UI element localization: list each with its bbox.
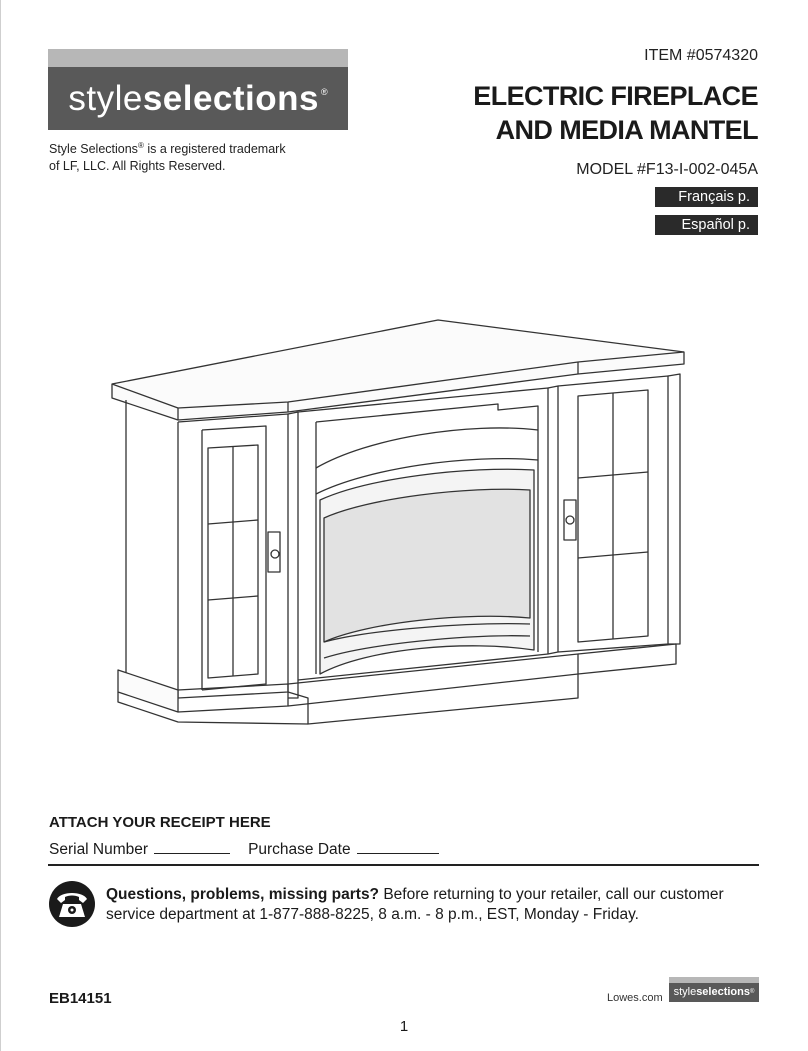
item-number: ITEM #0574320 xyxy=(644,47,758,64)
trademark-brand: Style Selections xyxy=(49,142,138,157)
french-section-link[interactable]: Français p. 18 xyxy=(655,187,758,225)
help-text: Before returning to your retailer, call … xyxy=(106,886,724,923)
receipt-heading: ATTACH YOUR RECEIPT HERE xyxy=(49,814,271,831)
serial-number-blank xyxy=(154,841,231,854)
logo-text-style: style xyxy=(68,78,143,118)
trademark-notice: Style Selections® is a registered tradem… xyxy=(49,137,349,175)
trademark-line1: is a registered trademark xyxy=(143,142,286,157)
footer-brand-logo: styleselections® xyxy=(669,983,759,1002)
logo-top-bar xyxy=(48,49,348,67)
logo-reg-mark: ® xyxy=(321,86,328,97)
serial-number-label: Serial Number xyxy=(49,841,149,858)
divider-line xyxy=(48,864,759,866)
model-number: MODEL #F13-I-002-045A xyxy=(576,161,758,178)
logo-text-selections: selections xyxy=(142,78,320,118)
page-edge xyxy=(0,0,1,1051)
customer-service-notice: Questions, problems, missing parts? Befo… xyxy=(106,885,766,925)
document-code: EB14151 xyxy=(49,990,112,1007)
help-heading: Questions, problems, missing parts? xyxy=(106,886,380,903)
spanish-section-link[interactable]: Español p. 35 xyxy=(655,215,758,253)
trademark-line2: of LF, LLC. All Rights Reserved. xyxy=(49,159,226,174)
trademark-reg: ® xyxy=(137,141,144,150)
receipt-fields: Serial Number Purchase Date xyxy=(49,841,439,859)
mini-logo-reg: ® xyxy=(750,989,755,995)
page-number: 1 xyxy=(399,1018,409,1035)
telephone-icon xyxy=(49,881,95,927)
fireplace-mantel-illustration xyxy=(111,319,685,725)
purchase-date-label: Purchase Date xyxy=(248,841,351,858)
purchase-date-blank xyxy=(356,841,439,854)
title-line-2: AND MEDIA MANTEL xyxy=(495,115,759,145)
mini-logo-bar xyxy=(669,977,759,983)
mini-logo-selections: selections xyxy=(696,986,750,998)
retailer-site: Lowes.com xyxy=(607,992,663,1004)
title-line-1: ELECTRIC FIREPLACE xyxy=(473,81,758,111)
document-title: ELECTRIC FIREPLACE AND MEDIA MANTEL xyxy=(473,79,758,147)
mini-logo-style: style xyxy=(673,986,697,998)
